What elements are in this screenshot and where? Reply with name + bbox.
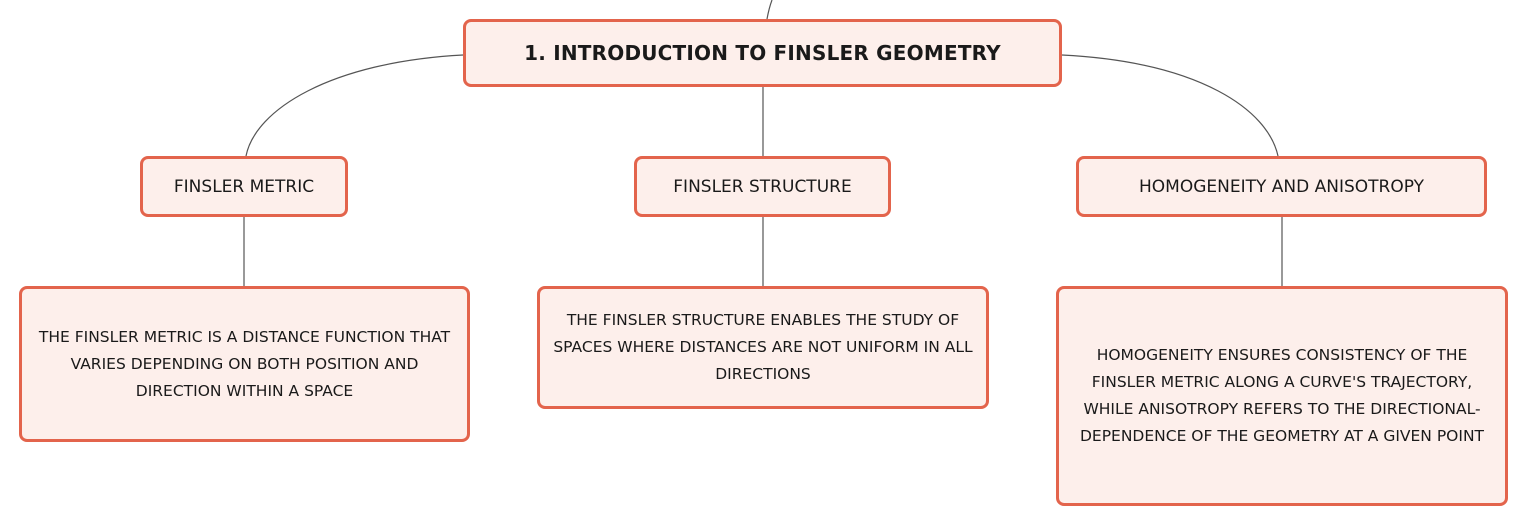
description-node-homogeneity-anisotropy[interactable]: HOMOGENEITY ENSURES CONSISTENCY OF THE F… bbox=[1056, 286, 1508, 506]
topic-node-homogeneity-anisotropy[interactable]: HOMOGENEITY AND ANISOTROPY bbox=[1076, 156, 1487, 217]
description-text: HOMOGENEITY ENSURES CONSISTENCY OF THE F… bbox=[1079, 346, 1485, 445]
description-node-finsler-metric[interactable]: THE FINSLER METRIC IS A DISTANCE FUNCTIO… bbox=[19, 286, 470, 442]
connector-incoming bbox=[766, 0, 773, 20]
topic-node-label: FINSLER METRIC bbox=[173, 176, 315, 197]
description-text: THE FINSLER STRUCTURE ENABLES THE STUDY … bbox=[553, 311, 973, 383]
topic-node-label: FINSLER STRUCTURE bbox=[673, 176, 852, 197]
root-node-label: 1. INTRODUCTION TO FINSLER GEOMETRY bbox=[524, 41, 1001, 65]
topic-node-finsler-structure[interactable]: FINSLER STRUCTURE bbox=[634, 156, 891, 217]
connector-root-to-homogeneity bbox=[1061, 54, 1279, 157]
topic-node-label: HOMOGENEITY AND ANISOTROPY bbox=[1139, 176, 1424, 197]
description-text: THE FINSLER METRIC IS A DISTANCE FUNCTIO… bbox=[38, 327, 451, 400]
topic-node-finsler-metric[interactable]: FINSLER METRIC bbox=[140, 156, 348, 217]
connector-root-to-finsler-metric bbox=[245, 54, 464, 157]
root-node[interactable]: 1. INTRODUCTION TO FINSLER GEOMETRY bbox=[463, 19, 1062, 87]
description-node-finsler-structure[interactable]: THE FINSLER STRUCTURE ENABLES THE STUDY … bbox=[537, 286, 989, 409]
